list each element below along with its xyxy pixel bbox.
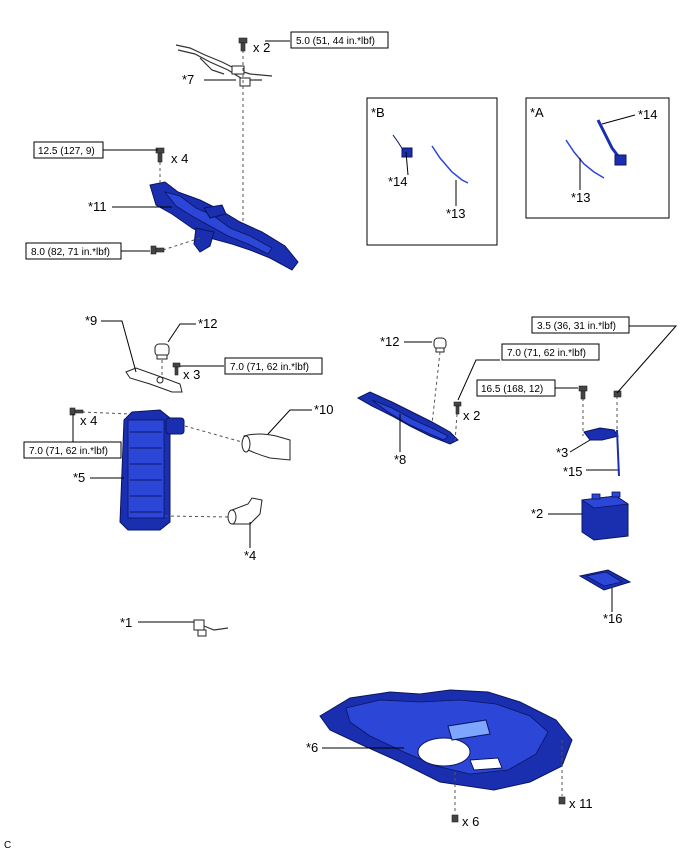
callout-part-10: *10: [314, 402, 334, 417]
bolt-icon: [172, 362, 181, 376]
torque-spec-bracket-side: 8.0 (82, 71 in.*lbf): [31, 247, 110, 258]
quantity-tray-bolts: x 2: [463, 408, 480, 423]
torque-spec-cooler-side: 7.0 (71, 62 in.*lbf): [29, 446, 108, 457]
quantity-cover-clips-11: x 11: [569, 796, 593, 811]
quantity-top-bolts: x 2: [253, 40, 270, 55]
torque-box-cooler-bracket: [224, 357, 323, 375]
quantity-cover-clips-6: x 6: [462, 814, 479, 829]
nut-icon: [613, 390, 622, 398]
callout-part-2: *2: [531, 506, 543, 521]
callout-part-1: *1: [120, 615, 132, 630]
torque-spec-cooler-bracket: 7.0 (71, 62 in.*lbf): [230, 362, 309, 373]
quantity-cooler-side-bolts: x 4: [80, 413, 97, 428]
quantity-bracket-bolts: x 4: [171, 151, 188, 166]
bracket-part-11: [149, 181, 299, 271]
quantity-cooler-bracket-bolts: x 3: [183, 367, 200, 382]
cable-part-13-view-b: [431, 145, 469, 184]
callout-part-5: *5: [73, 470, 85, 485]
torque-spec-top: 5.0 (51, 44 in.*lbf): [296, 36, 375, 47]
bolt-icon: [150, 245, 165, 255]
torque-spec-battery-top: 3.5 (36, 31 in.*lbf): [537, 321, 616, 332]
callout-part-14-view-b: *14: [388, 174, 408, 189]
bolt-icon: [578, 385, 588, 400]
callout-part-7: *7: [182, 72, 194, 87]
bracket-part-8: [356, 391, 459, 445]
torque-spec-bracket: 12.5 (127, 9): [38, 146, 95, 157]
callout-part-6: *6: [306, 740, 318, 755]
grommet-part-12: [154, 343, 170, 360]
grommet-part-12b: [433, 337, 447, 353]
cable-part-14-view-b: [392, 134, 413, 158]
battery-part-2: [580, 491, 630, 541]
torque-box-battery-clamp: [476, 379, 556, 397]
torque-box-battery-top: [531, 316, 630, 334]
callout-part-15: *15: [563, 464, 583, 479]
clip-icon: [451, 814, 459, 823]
callout-part-12b: *12: [380, 334, 400, 349]
view-b-title: *B: [371, 105, 385, 120]
callout-part-14-view-a: *14: [638, 107, 658, 122]
torque-box-bracket: [33, 141, 104, 159]
battery-clamp-part-3: [583, 427, 619, 441]
hose-part-10: [241, 433, 291, 461]
clamp-rod-part-15: [616, 429, 620, 477]
callout-part-12: *12: [198, 316, 218, 331]
callout-part-4: *4: [244, 548, 256, 563]
battery-tray-part-16: [578, 569, 632, 591]
corner-mark: C: [4, 840, 11, 851]
torque-spec-tray: 7.0 (71, 62 in.*lbf): [507, 348, 586, 359]
engine-under-cover-part-6: [319, 689, 573, 791]
bolt-icon: [453, 401, 462, 415]
torque-box-bracket-side: [25, 242, 122, 260]
cooler-bracket-part-9: [125, 367, 183, 393]
callout-part-13-view-b: *13: [446, 206, 466, 221]
clip-icon: [558, 796, 566, 805]
torque-box-top: [290, 31, 389, 49]
cable-part-13-view-a: [565, 139, 605, 179]
bolt-icon: [155, 147, 165, 163]
view-a-title: *A: [530, 105, 544, 120]
callout-part-13-view-a: *13: [571, 190, 591, 205]
callout-part-9: *9: [85, 313, 97, 328]
view-b-frame: [366, 97, 498, 246]
bolt-icon: [238, 37, 248, 52]
hose-part-4: [227, 497, 263, 525]
torque-spec-battery-clamp: 16.5 (168, 12): [481, 384, 543, 395]
callout-part-16: *16: [603, 611, 623, 626]
torque-box-cooler-side: [23, 441, 122, 459]
callout-part-11: *11: [88, 199, 107, 214]
torque-box-tray: [501, 343, 600, 361]
callout-part-3: *3: [556, 445, 568, 460]
sensor-part-1: [193, 619, 229, 637]
cable-part-14-view-a: [596, 119, 627, 166]
intercooler-part-5: [119, 409, 185, 531]
wire-harness-part-7: [175, 44, 273, 87]
callout-part-8: *8: [394, 452, 406, 467]
view-a-frame: [525, 97, 670, 219]
